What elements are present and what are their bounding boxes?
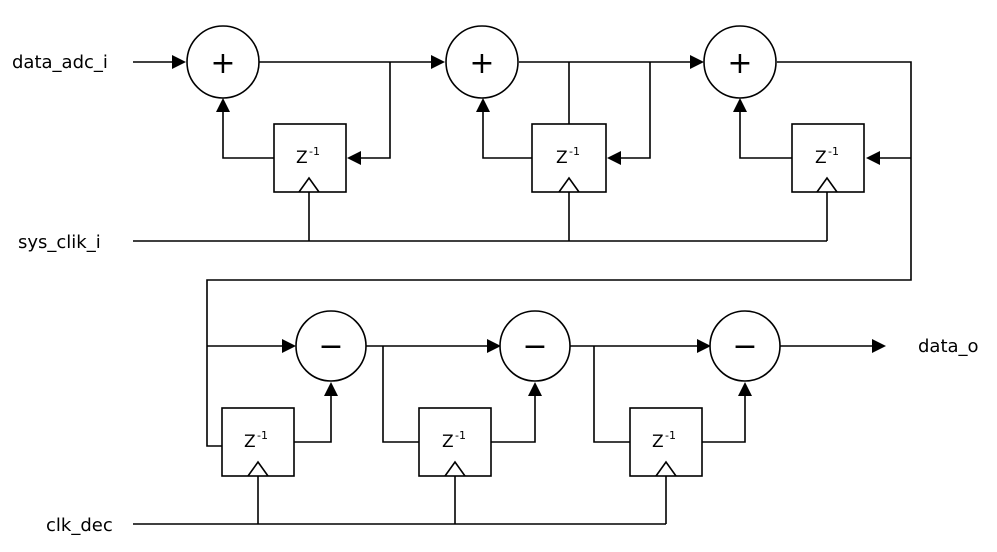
- delay-register-2: Z -1: [531, 123, 607, 193]
- arrowheads: [172, 55, 886, 396]
- delay-exponent: -1: [257, 429, 268, 442]
- delay-register-1: Z -1: [273, 123, 347, 193]
- delay-exponent: -1: [455, 429, 466, 442]
- integrator-adder-1: +: [186, 25, 260, 99]
- delay-label: Z: [815, 148, 827, 168]
- minus-symbol: −: [522, 329, 547, 364]
- clk-dec-input-label: clk_dec: [46, 515, 113, 536]
- delay-label: Z: [244, 432, 256, 452]
- comb-subtractor-2: −: [499, 310, 571, 382]
- delay-register-5: Z -1: [418, 407, 492, 477]
- delay-exponent: -1: [828, 145, 839, 158]
- delay-register-4: Z -1: [221, 407, 295, 477]
- minus-symbol: −: [732, 329, 757, 364]
- data-adc-input-label: data_adc_i: [12, 52, 108, 73]
- delay-register-6: Z -1: [629, 407, 703, 477]
- comb-subtractor-1: −: [295, 310, 367, 382]
- delay-exponent: -1: [569, 145, 580, 158]
- delay-label: Z: [296, 148, 308, 168]
- plus-symbol: +: [727, 46, 752, 81]
- comb-wires: [133, 345, 876, 525]
- sys-clk-input-label: sys_clik_i: [18, 232, 101, 253]
- plus-symbol: +: [210, 46, 235, 81]
- comb-subtractor-3: −: [709, 310, 781, 382]
- delay-exponent: -1: [309, 145, 320, 158]
- integrator-adder-3: +: [703, 25, 777, 99]
- delay-register-3: Z -1: [791, 123, 865, 193]
- delay-exponent: -1: [665, 429, 676, 442]
- delay-label: Z: [556, 148, 568, 168]
- minus-symbol: −: [318, 329, 343, 364]
- delay-label: Z: [442, 432, 454, 452]
- delay-label: Z: [652, 432, 664, 452]
- plus-symbol: +: [469, 46, 494, 81]
- data-output-label: data_o: [918, 336, 979, 357]
- integrator-adder-2: +: [445, 25, 519, 99]
- integrator-wires: [133, 61, 912, 447]
